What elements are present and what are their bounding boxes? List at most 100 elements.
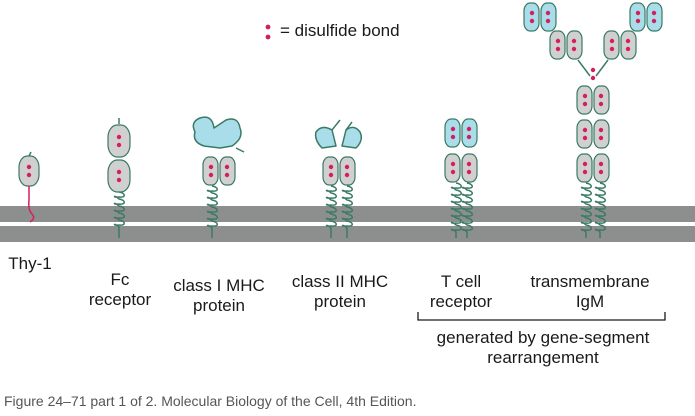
fc-domain-2-disulfide: [116, 169, 122, 175]
igm-left-constant-domains-disulfide-right: [571, 46, 577, 52]
igm-left-variable-domains-disulfide-left: [529, 18, 535, 24]
label-tcr-line2: receptor: [429, 292, 493, 311]
label-class1-mhc-line2: protein: [193, 296, 245, 315]
igm-right-variable-domains: [646, 2, 663, 32]
label-tcr-line1: T cell: [440, 272, 482, 291]
mhc1-lower-domains: [219, 156, 236, 186]
mhc2-lower-domains-disulfide-left: [328, 164, 334, 170]
igm-heavy-constant-domain-4: [576, 153, 593, 183]
tcr-variable-domains-disulfide-left: [450, 134, 456, 140]
igm-right-hinge: [595, 59, 609, 77]
molecule-t-cell-receptor: [444, 118, 478, 238]
igm-hinge-disulfide: [590, 75, 596, 81]
mhc2-beta1-domain: [341, 126, 363, 149]
igm-heavy-constant-domain-2-disulfide-right: [598, 93, 604, 99]
fc-transmembrane-helix: [113, 191, 125, 238]
label-class2-mhc-line1: class II MHC: [291, 272, 389, 291]
igm-heavy-constant-domain-3-disulfide-right: [598, 127, 604, 133]
igm-left-variable-domains-disulfide-right: [545, 18, 551, 24]
thy1-gpi-anchor: [28, 186, 35, 223]
igm-left-variable-domains-disulfide-left: [529, 10, 535, 16]
tcr-variable-domains: [461, 118, 478, 148]
igm-right-variable-domains: [629, 2, 646, 32]
bracket-label-line1: generated by gene-segment: [436, 328, 650, 347]
molecule-thy1: [18, 151, 40, 223]
fc-domain-2-disulfide: [116, 177, 122, 183]
molecule-fc-receptor: [107, 118, 131, 238]
mhc2-lower-domains-disulfide-right: [344, 172, 350, 178]
fc-domain-1-disulfide: [116, 142, 122, 148]
igm-heavy-constant-domain-3: [593, 119, 610, 149]
mhc2-alpha-transmembrane-helix: [325, 185, 337, 238]
label-thy1: Thy-1: [8, 254, 52, 273]
igm-heavy-constant-domain-2: [576, 85, 593, 115]
igm-heavy-constant-domain-3-disulfide-right: [598, 135, 604, 141]
igm-hinge-disulfide: [590, 67, 596, 73]
igm-left-variable-domains-disulfide-right: [545, 10, 551, 16]
mhc2-alpha1-domain: [314, 126, 337, 149]
mhc2-lower-domains-disulfide-right: [344, 164, 350, 170]
fc-domain-1: [107, 124, 131, 158]
tcr-constant-domains-disulfide-left: [450, 169, 456, 175]
igm-left-constant-domains-disulfide-left: [555, 46, 561, 52]
mhc1-lower-domains-disulfide-right: [224, 172, 230, 178]
igm-heavy-constant-domain-4-disulfide-right: [598, 161, 604, 167]
thy1-domain-disulfide: [26, 164, 32, 170]
mhc1-chain-tail: [235, 147, 245, 153]
igm-right-variable-domains-disulfide-right: [651, 10, 657, 16]
fc-domain-1-disulfide: [116, 134, 122, 140]
tcr-variable-domains: [444, 118, 461, 148]
igm-left-constant-domains: [566, 30, 583, 60]
mhc1-lower-domains-disulfide-left: [208, 164, 214, 170]
tcr-beta-transmembrane-helix: [461, 182, 473, 238]
thy1-n-terminus: [28, 151, 32, 157]
tcr-variable-domains-disulfide-right: [466, 134, 472, 140]
igm-heavy-constant-domain-2-disulfide-left: [582, 93, 588, 99]
igm-right-constant-domains-disulfide-right: [625, 46, 631, 52]
igm-left-constant-domains-disulfide-right: [571, 38, 577, 44]
igm-heavy-constant-domain-4-disulfide-left: [582, 169, 588, 175]
igm-heavy-constant-domain-3-disulfide-left: [582, 127, 588, 133]
tcr-variable-domains-disulfide-left: [450, 126, 456, 132]
mhc1-transmembrane-helix: [206, 185, 218, 238]
igm-right-constant-domains-disulfide-left: [609, 46, 615, 52]
tcr-constant-domains-disulfide-left: [450, 161, 456, 167]
igm-left-transmembrane-helix: [580, 182, 592, 238]
thy1-domain-disulfide: [26, 172, 32, 178]
igm-heavy-constant-domain-4-disulfide-right: [598, 169, 604, 175]
tcr-constant-domains: [461, 153, 478, 183]
label-igm-line1: transmembrane: [530, 272, 650, 291]
igm-heavy-constant-domain-4-disulfide-left: [582, 161, 588, 167]
igm-left-hinge: [577, 59, 591, 77]
mhc2-lower-domains: [339, 156, 356, 186]
mhc2-beta-transmembrane-helix: [341, 185, 353, 238]
legend-text: = disulfide bond: [280, 21, 400, 40]
thy1-domain: [18, 155, 40, 187]
legend-disulfide-symbol: [265, 24, 271, 40]
molecule-transmembrane-igm: [523, 2, 663, 238]
igm-right-constant-domains-disulfide-left: [609, 38, 615, 44]
tcr-constant-domains: [444, 153, 461, 183]
mhc2-beta-terminus: [345, 121, 353, 131]
mhc2-alpha-terminus: [331, 119, 341, 131]
igm-right-variable-domains-disulfide-left: [635, 18, 641, 24]
igm-left-variable-domains: [523, 2, 540, 32]
igm-left-variable-domains: [540, 2, 557, 32]
mhc1-lower-domains-disulfide-left: [208, 172, 214, 178]
igm-right-constant-domains-disulfide-right: [625, 38, 631, 44]
mhc1-lower-domains-disulfide-right: [224, 164, 230, 170]
igm-right-constant-domains: [603, 30, 620, 60]
mhc1-lower-domains: [202, 156, 219, 186]
igm-heavy-constant-domain-3-disulfide-left: [582, 135, 588, 141]
molecule-class1-mhc: [192, 116, 245, 238]
mhc2-lower-domains: [322, 156, 339, 186]
label-fc-receptor-line2: receptor: [88, 290, 152, 309]
figure-caption: Figure 24–71 part 1 of 2. Molecular Biol…: [4, 393, 417, 409]
label-class1-mhc-line1: class I MHC: [173, 276, 265, 295]
igm-left-constant-domains: [549, 30, 566, 60]
igm-heavy-constant-domain-2-disulfide-left: [582, 101, 588, 107]
igm-left-constant-domains-disulfide-left: [555, 38, 561, 44]
fc-domain-2: [107, 159, 131, 193]
label-igm-line2: IgM: [575, 292, 605, 311]
